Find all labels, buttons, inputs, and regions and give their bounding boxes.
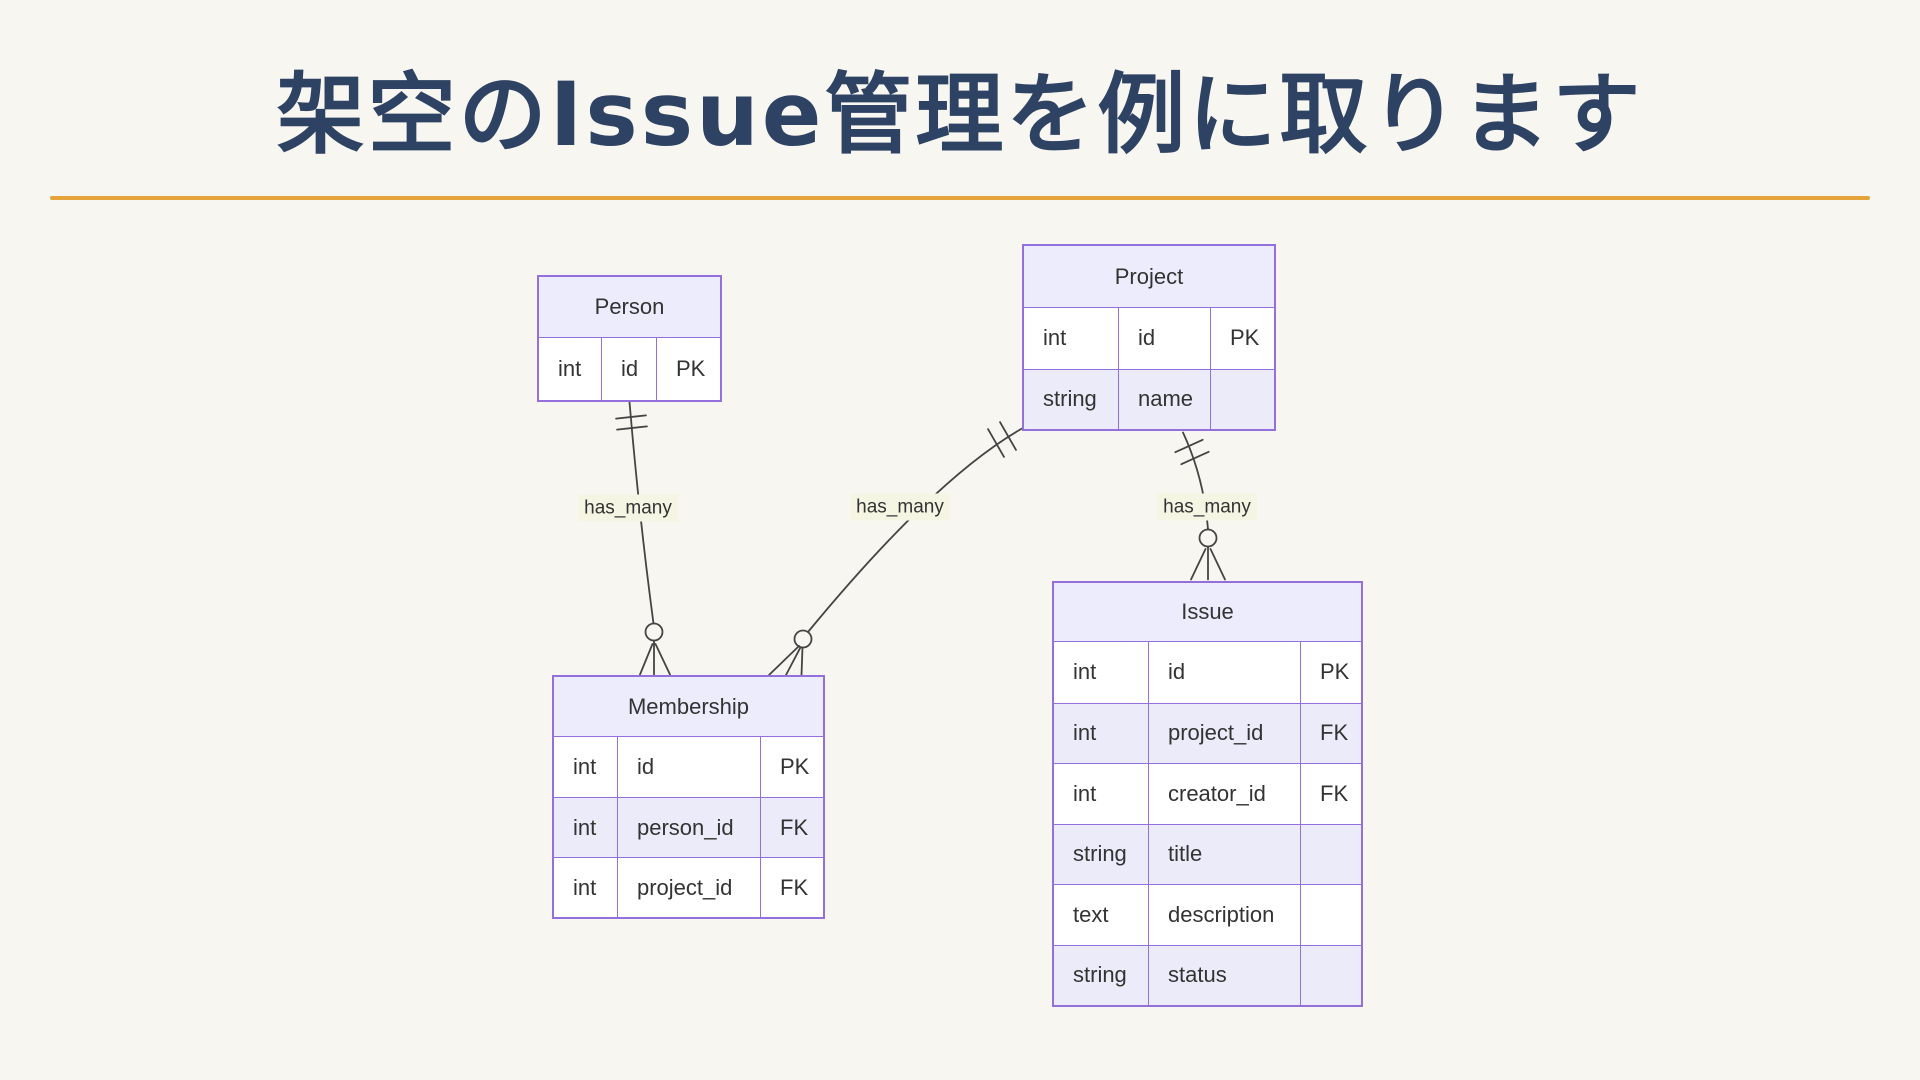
zero-or-more-circle <box>644 622 664 642</box>
relationship-label: has_many <box>1157 493 1257 521</box>
attribute-name: creator_id <box>1148 764 1300 824</box>
attribute-type: int <box>1073 720 1097 746</box>
slide-title: 架空のIssue管理を例に取ります <box>276 63 1644 166</box>
attribute-name: title <box>1148 824 1300 884</box>
crow-foot-marker <box>1190 545 1226 581</box>
relationship-line <box>807 427 1023 633</box>
attribute-type: int <box>1043 325 1067 351</box>
attribute-key: PK <box>1300 642 1361 703</box>
relationship-label: has_many <box>850 493 950 521</box>
attribute-row: int id PK <box>554 737 823 797</box>
attribute-row: int id PK <box>1024 308 1274 369</box>
attribute-row: string title <box>1054 823 1361 884</box>
entity-issue: Issue int id PK int project_id FK int cr… <box>1052 581 1363 1007</box>
entity-membership: Membership int id PK int person_id FK in… <box>552 675 825 919</box>
attribute-name: name <box>1118 369 1210 429</box>
attribute-type: int <box>1073 659 1097 685</box>
attribute-type: int <box>573 814 597 840</box>
zero-or-more-circle <box>1198 528 1218 548</box>
exactly-one-marker <box>1174 438 1210 466</box>
attribute-type: int <box>573 754 597 779</box>
attribute-row: int creator_id FK <box>1054 763 1361 824</box>
attribute-type: string <box>1073 962 1127 988</box>
exactly-one-marker <box>987 421 1017 458</box>
attribute-name: person_id <box>617 798 760 857</box>
relationship-person-membership <box>615 401 671 676</box>
attribute-key: FK <box>1300 764 1361 824</box>
entity-title: Project <box>1024 246 1274 308</box>
attribute-type: text <box>1073 901 1109 927</box>
zero-or-more-circle <box>793 629 813 649</box>
entity-person: Person int id PK <box>537 275 722 402</box>
entity-title: Person <box>539 277 720 338</box>
attribute-key: FK <box>1300 703 1361 763</box>
attribute-key: PK <box>760 737 823 797</box>
attribute-key <box>1300 885 1361 945</box>
attribute-type: string <box>1073 841 1127 867</box>
relationship-project-membership <box>768 421 1023 676</box>
attribute-row: int project_id FK <box>554 857 823 917</box>
relationship-label: has_many <box>578 494 678 522</box>
attribute-name: description <box>1148 885 1300 945</box>
title-divider <box>50 196 1870 200</box>
attribute-key: FK <box>760 798 823 857</box>
attribute-row: string status <box>1054 944 1361 1005</box>
exactly-one-marker <box>615 414 648 431</box>
attribute-name: id <box>1118 308 1210 369</box>
crow-foot-marker <box>639 639 671 676</box>
attribute-name: project_id <box>617 858 760 917</box>
attribute-key: PK <box>1210 308 1274 369</box>
attribute-row: text description <box>1054 884 1361 945</box>
attribute-key <box>1210 369 1274 429</box>
attribute-name: id <box>601 338 656 400</box>
attribute-key <box>1300 824 1361 884</box>
attribute-type: int <box>573 874 597 900</box>
attribute-name: status <box>1148 945 1300 1005</box>
attribute-row: int person_id FK <box>554 797 823 857</box>
entity-project: Project int id PK string name <box>1022 244 1276 431</box>
attribute-key: PK <box>656 338 720 400</box>
attribute-type: int <box>558 356 582 381</box>
attribute-row: int id PK <box>539 338 720 400</box>
relationship-project-issue <box>1174 431 1226 581</box>
attribute-type: int <box>1073 780 1097 806</box>
attribute-type: string <box>1043 386 1097 412</box>
attribute-name: project_id <box>1148 703 1300 763</box>
attribute-name: id <box>1148 642 1300 703</box>
attribute-row: int id PK <box>1054 642 1361 703</box>
attribute-row: string name <box>1024 368 1274 429</box>
attribute-row: int project_id FK <box>1054 702 1361 763</box>
attribute-key <box>1300 945 1361 1005</box>
attribute-key: FK <box>760 858 823 917</box>
crow-foot-marker <box>768 645 804 676</box>
entity-title: Membership <box>554 677 823 737</box>
attribute-name: id <box>617 737 760 797</box>
entity-title: Issue <box>1054 583 1361 642</box>
